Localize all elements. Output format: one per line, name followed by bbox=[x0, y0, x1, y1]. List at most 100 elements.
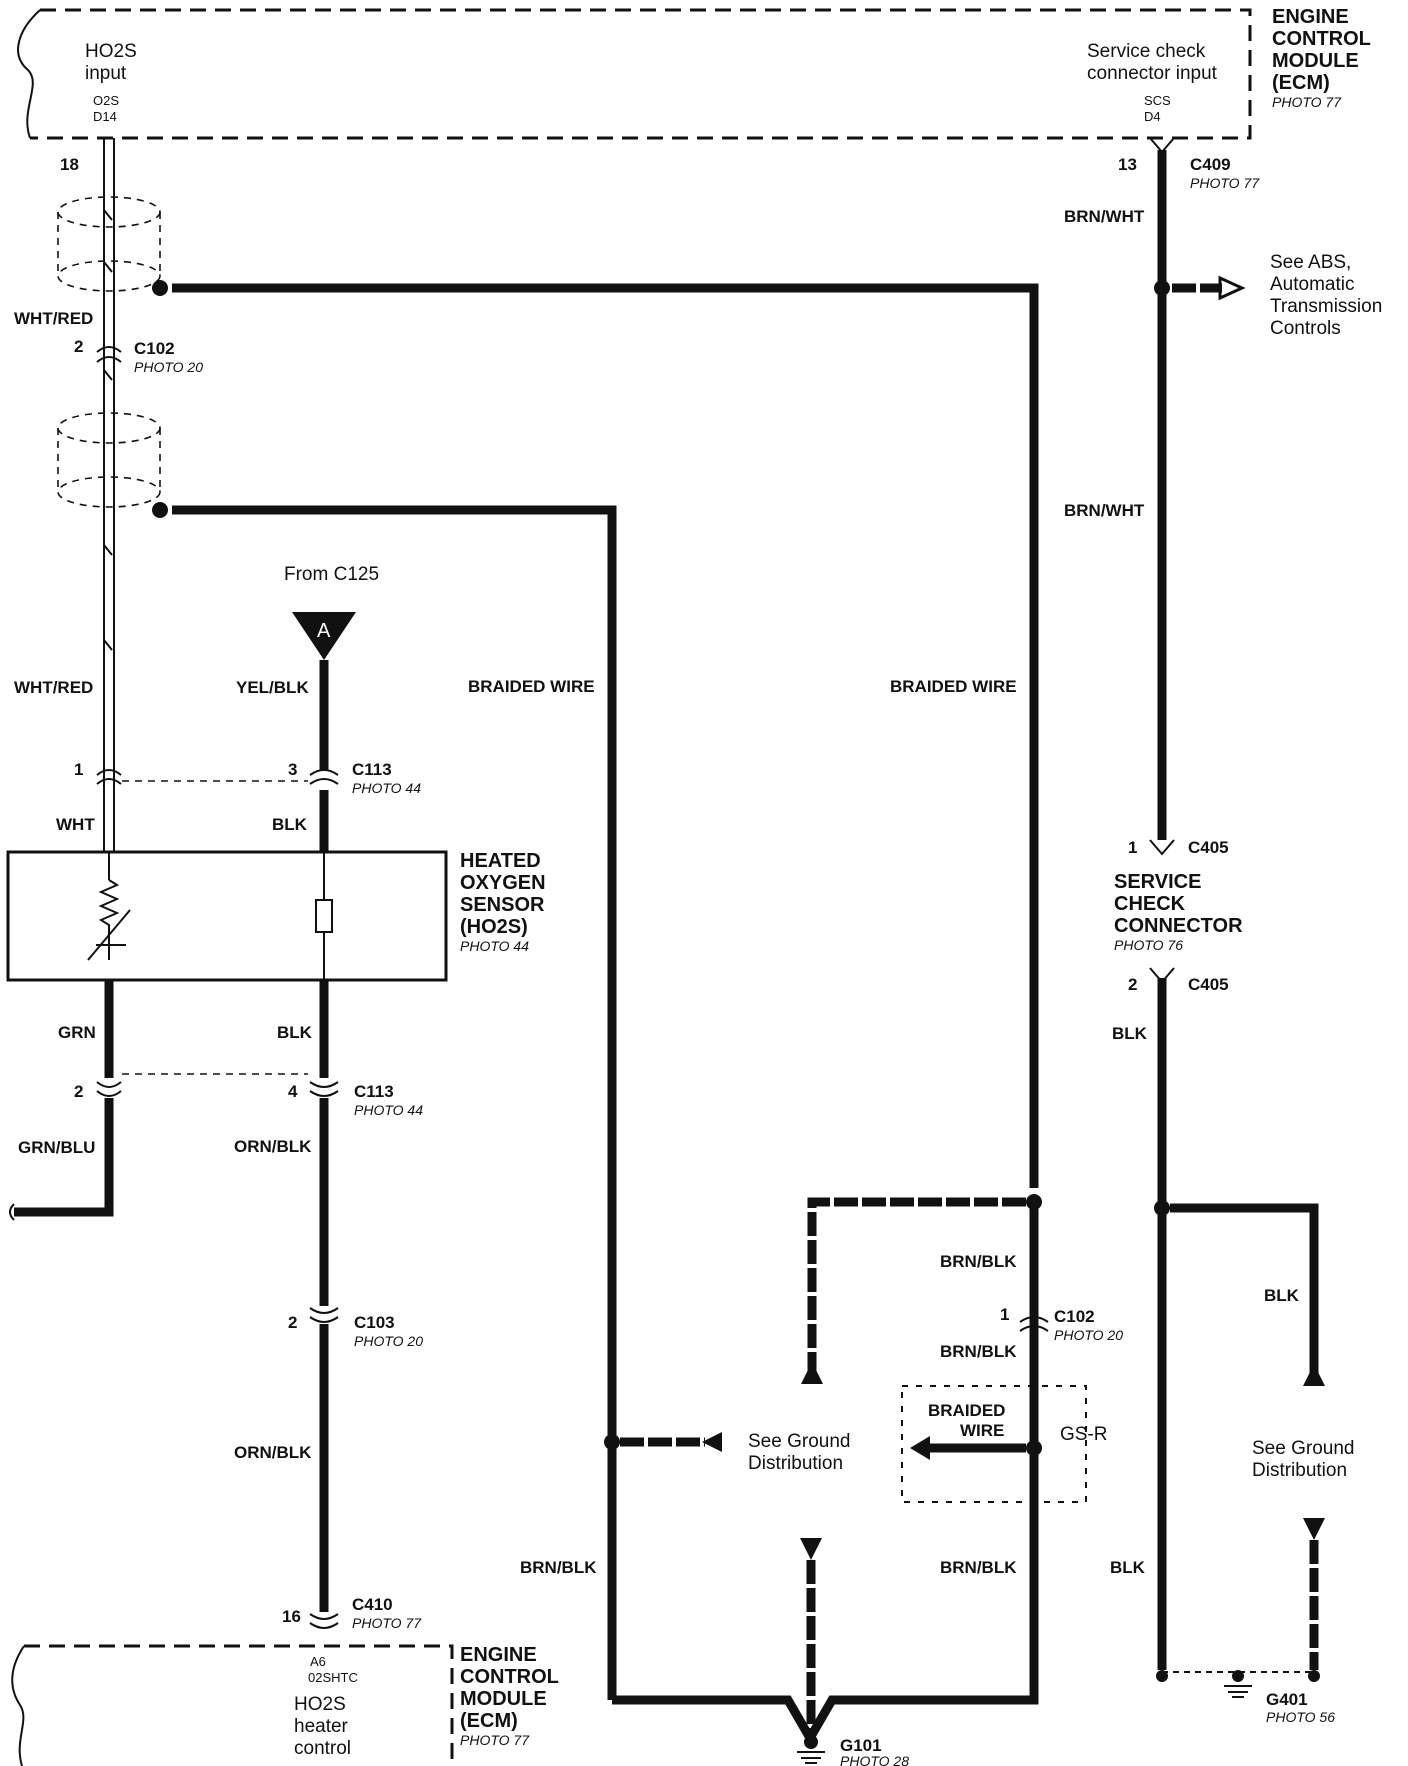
scc-title-3: CONNECTOR bbox=[1114, 915, 1243, 937]
g101-arrow bbox=[800, 1538, 822, 1560]
see-abs-line3: Transmission bbox=[1270, 296, 1382, 317]
gsr-label: GS-R bbox=[1060, 1424, 1108, 1445]
ecm-bottom-func-2: heater bbox=[294, 1716, 349, 1737]
ecm-top-title-1: ENGINE bbox=[1272, 6, 1349, 28]
ecm-top-title-4: (ECM) bbox=[1272, 72, 1330, 94]
wire-brn-blk-3: BRN/BLK bbox=[520, 1558, 597, 1577]
wire-blk-5: BLK bbox=[1110, 1558, 1146, 1577]
pin-c113-4: 4 bbox=[288, 1082, 298, 1101]
heated-oxygen-sensor bbox=[6, 850, 448, 982]
ecm-ho2s-input-label: HO2S bbox=[85, 41, 137, 62]
g401-label: G401 bbox=[1266, 1690, 1308, 1709]
ecm-scs-input-label-2: connector input bbox=[1087, 63, 1218, 84]
sensor-title-3: SENSOR bbox=[460, 894, 545, 916]
c410-photo: PHOTO 77 bbox=[352, 1615, 422, 1631]
connector-a-label: A bbox=[317, 620, 331, 642]
ecm-bottom-title-3: MODULE bbox=[460, 1688, 547, 1710]
sensor-title-2: OXYGEN bbox=[460, 872, 546, 894]
g101-ground-symbol bbox=[797, 1735, 825, 1764]
pin-c410-16: 16 bbox=[282, 1607, 301, 1626]
braided-wire-outer bbox=[152, 280, 1039, 1188]
scc-title-2: CHECK bbox=[1114, 893, 1186, 915]
wire-wht-red-2: WHT/RED bbox=[14, 678, 93, 697]
ecm-bottom-module: A6 02SHTC HO2S heater control bbox=[11, 1644, 454, 1766]
g101-ground-loop bbox=[604, 1208, 1039, 1747]
wire-braided-1: BRAIDED WIRE bbox=[468, 677, 595, 696]
c102-right-photo: PHOTO 20 bbox=[1054, 1327, 1123, 1343]
c409-photo: PHOTO 77 bbox=[1190, 175, 1260, 191]
ecm-scs-pin-code: SCS bbox=[1144, 93, 1171, 108]
braided-wire-inner bbox=[152, 502, 617, 1700]
c410-label: C410 bbox=[352, 1595, 393, 1614]
sensor-title-1: HEATED bbox=[460, 850, 541, 872]
wire-blk-4: BLK bbox=[1264, 1286, 1300, 1305]
scc-title-1: SERVICE bbox=[1114, 871, 1201, 893]
c405-label-1: C405 bbox=[1188, 838, 1229, 857]
g401-photo: PHOTO 56 bbox=[1266, 1709, 1335, 1725]
c102-right-label: C102 bbox=[1054, 1307, 1095, 1326]
wire-wht: WHT bbox=[56, 815, 95, 834]
from-c125-note: From C125 bbox=[284, 564, 379, 585]
c103-photo: PHOTO 20 bbox=[354, 1333, 423, 1349]
wire-orn-blk-1: ORN/BLK bbox=[234, 1137, 312, 1156]
pin-18: 18 bbox=[60, 155, 79, 174]
see-ground-1-line1: See Ground bbox=[748, 1431, 850, 1452]
c102-connector-mark bbox=[96, 346, 122, 363]
ecm-bottom-photo: PHOTO 77 bbox=[460, 1732, 530, 1748]
see-abs-line4: Controls bbox=[1270, 318, 1341, 339]
connector-a-triangle bbox=[292, 612, 356, 660]
pin-c102-2: 2 bbox=[74, 337, 83, 356]
c113-upper-photo: PHOTO 44 bbox=[352, 780, 421, 796]
ecm-scs-pin-number: D4 bbox=[1144, 109, 1161, 124]
c102-photo: PHOTO 20 bbox=[134, 359, 203, 375]
g101-photo: PHOTO 28 bbox=[840, 1753, 909, 1766]
ho2s-signal-wire bbox=[103, 138, 115, 852]
ecm-bottom-title-1: ENGINE bbox=[460, 1644, 537, 1666]
c113-upper-label: C113 bbox=[352, 760, 392, 779]
ecm-top-module: HO2S input O2S D14 Service check connect… bbox=[17, 6, 1371, 140]
wire-blk-2: BLK bbox=[277, 1023, 313, 1042]
g101-label: G101 bbox=[840, 1736, 882, 1755]
c113-connector-left bbox=[96, 769, 122, 785]
grn-blu-wire bbox=[14, 1098, 114, 1217]
pin-c103-2: 2 bbox=[288, 1313, 297, 1332]
pin-c113-3: 3 bbox=[288, 760, 297, 779]
ecm-ho2s-input-label-2: input bbox=[85, 63, 127, 84]
sensor-photo: PHOTO 44 bbox=[460, 938, 529, 954]
ecm-bottom-func-1: HO2S bbox=[294, 1694, 346, 1715]
c113-lower-label: C113 bbox=[354, 1082, 394, 1101]
braided-3-line1: BRAIDED bbox=[928, 1401, 1005, 1420]
abs-branch bbox=[1154, 275, 1246, 301]
brn-blk-network bbox=[801, 1194, 1087, 1503]
ecm-bottom-pin-code: A6 bbox=[310, 1654, 326, 1669]
shield-lower bbox=[57, 412, 161, 508]
c113-lower-photo: PHOTO 44 bbox=[354, 1102, 423, 1118]
ecm-top-title-2: CONTROL bbox=[1272, 28, 1371, 50]
scc-photo: PHOTO 76 bbox=[1114, 937, 1183, 953]
wire-brn-wht-2: BRN/WHT bbox=[1064, 501, 1145, 520]
sensor-title-4: (HO2S) bbox=[460, 916, 528, 938]
wire-brn-blk-2: BRN/BLK bbox=[940, 1342, 1017, 1361]
wire-yel-blk: YEL/BLK bbox=[236, 678, 309, 697]
ecm-top-photo: PHOTO 77 bbox=[1272, 94, 1342, 110]
ecm-bottom-pin-name: 02SHTC bbox=[308, 1670, 358, 1685]
pin-c102-1: 1 bbox=[1000, 1305, 1009, 1324]
ecm-ho2s-pin-code: O2S bbox=[93, 93, 119, 108]
ecm-bottom-func-3: control bbox=[294, 1738, 351, 1759]
pin-c405-1: 1 bbox=[1128, 838, 1137, 857]
ecm-bottom-title-4: (ECM) bbox=[460, 1710, 518, 1732]
ecm-scs-input-label: Service check bbox=[1087, 41, 1206, 62]
pin-c405-2: 2 bbox=[1128, 975, 1137, 994]
ecm-top-title-3: MODULE bbox=[1272, 50, 1359, 72]
c103-label: C103 bbox=[354, 1313, 395, 1332]
g401-network bbox=[1154, 978, 1325, 1698]
wire-blk-3: BLK bbox=[1112, 1024, 1148, 1043]
pin-13: 13 bbox=[1118, 155, 1137, 174]
wire-brn-blk-1: BRN/BLK bbox=[940, 1252, 1017, 1271]
ecm-ho2s-pin-number: D14 bbox=[93, 109, 117, 124]
wire-grn: GRN bbox=[58, 1023, 96, 1042]
wire-brn-blk-4: BRN/BLK bbox=[940, 1558, 1017, 1577]
ecm-bottom-title-2: CONTROL bbox=[460, 1666, 559, 1688]
see-ground-1-line2: Distribution bbox=[748, 1453, 843, 1474]
